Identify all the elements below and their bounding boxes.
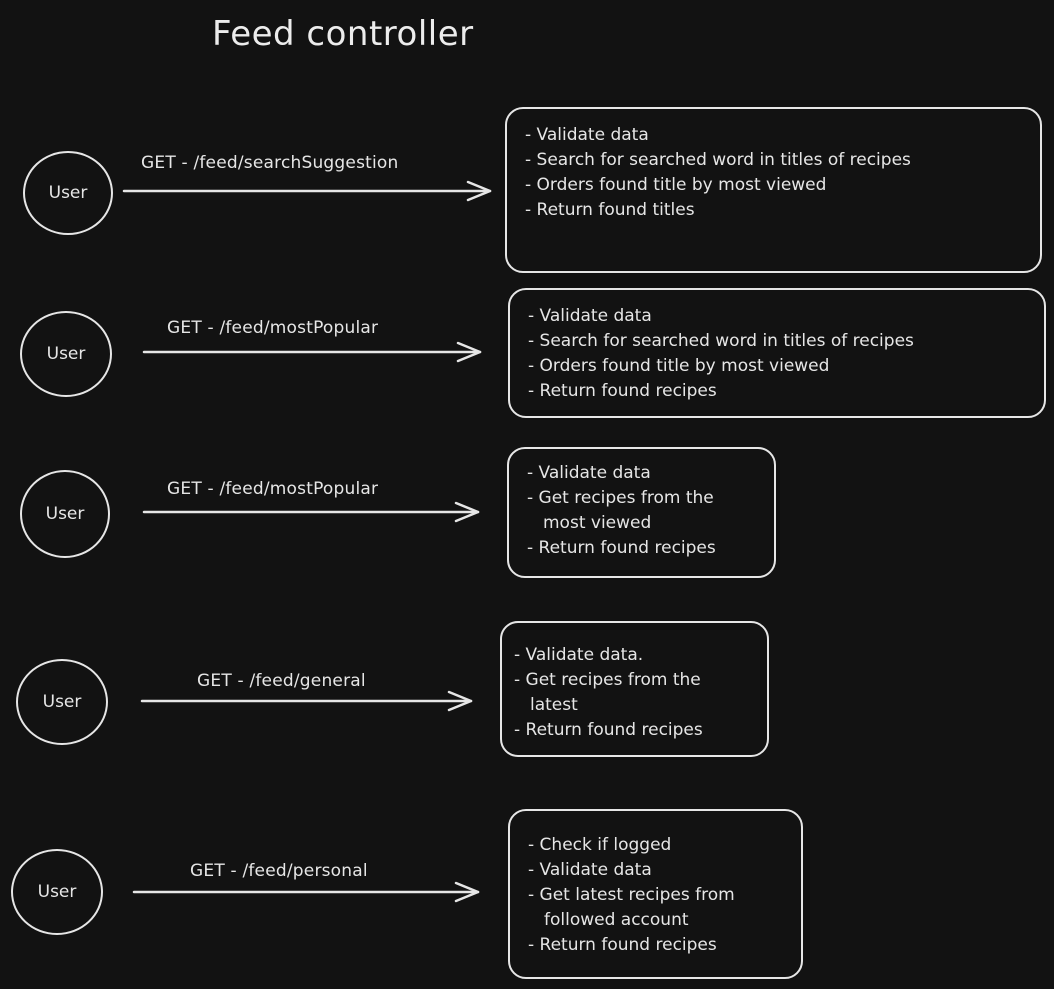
step-item: Get recipes from the latest: [514, 668, 753, 718]
user-actor-circle: User: [11, 849, 103, 935]
diagram-title: Feed controller: [212, 14, 474, 54]
actor-label: User: [45, 504, 85, 524]
steps-list: Validate data Search for searched word i…: [525, 123, 1026, 223]
actor-label: User: [42, 692, 82, 712]
step-item: Validate data: [527, 461, 760, 486]
steps-box: Validate data Search for searched word i…: [508, 288, 1046, 418]
step-item: Get latest recipes from followed account: [528, 883, 787, 933]
request-arrow: [140, 690, 473, 712]
steps-box: Validate data. Get recipes from the late…: [500, 621, 769, 757]
endpoint-label: GET - /feed/searchSuggestion: [141, 153, 399, 173]
user-actor-circle: User: [16, 659, 108, 745]
step-item: Orders found title by most viewed: [525, 173, 1026, 198]
request-arrow: [142, 501, 480, 523]
step-item: Validate data: [525, 123, 1026, 148]
step-item: Return found recipes: [528, 933, 787, 958]
step-item: Return found titles: [525, 198, 1026, 223]
request-arrow: [132, 881, 480, 903]
step-item: Search for searched word in titles of re…: [525, 148, 1026, 173]
user-actor-circle: User: [23, 151, 113, 235]
steps-box: Validate data Search for searched word i…: [505, 107, 1042, 273]
endpoint-label: GET - /feed/mostPopular: [167, 479, 379, 499]
step-item: Check if logged: [528, 833, 787, 858]
steps-list: Validate data Get recipes from the most …: [527, 461, 760, 561]
user-actor-circle: User: [20, 470, 110, 558]
step-item: Return found recipes: [528, 379, 1030, 404]
step-item: Search for searched word in titles of re…: [528, 329, 1030, 354]
actor-label: User: [37, 882, 77, 902]
step-item: Validate data.: [514, 643, 753, 668]
step-item: Validate data: [528, 858, 787, 883]
step-item: Return found recipes: [514, 718, 753, 743]
step-item: Validate data: [528, 304, 1030, 329]
actor-label: User: [46, 344, 86, 364]
step-item: Get recipes from the most viewed: [527, 486, 760, 536]
steps-box: Validate data Get recipes from the most …: [507, 447, 776, 578]
steps-box: Check if logged Validate data Get latest…: [508, 809, 803, 979]
endpoint-label: GET - /feed/personal: [190, 861, 368, 881]
request-arrow: [142, 341, 482, 363]
step-item: Return found recipes: [527, 536, 760, 561]
endpoint-label: GET - /feed/general: [197, 671, 366, 691]
request-arrow: [122, 180, 492, 202]
actor-label: User: [48, 183, 88, 203]
steps-list: Validate data Search for searched word i…: [528, 304, 1030, 404]
step-item: Orders found title by most viewed: [528, 354, 1030, 379]
endpoint-label: GET - /feed/mostPopular: [167, 318, 379, 338]
steps-list: Check if logged Validate data Get latest…: [528, 833, 787, 958]
user-actor-circle: User: [20, 311, 112, 397]
steps-list: Validate data. Get recipes from the late…: [514, 643, 753, 743]
